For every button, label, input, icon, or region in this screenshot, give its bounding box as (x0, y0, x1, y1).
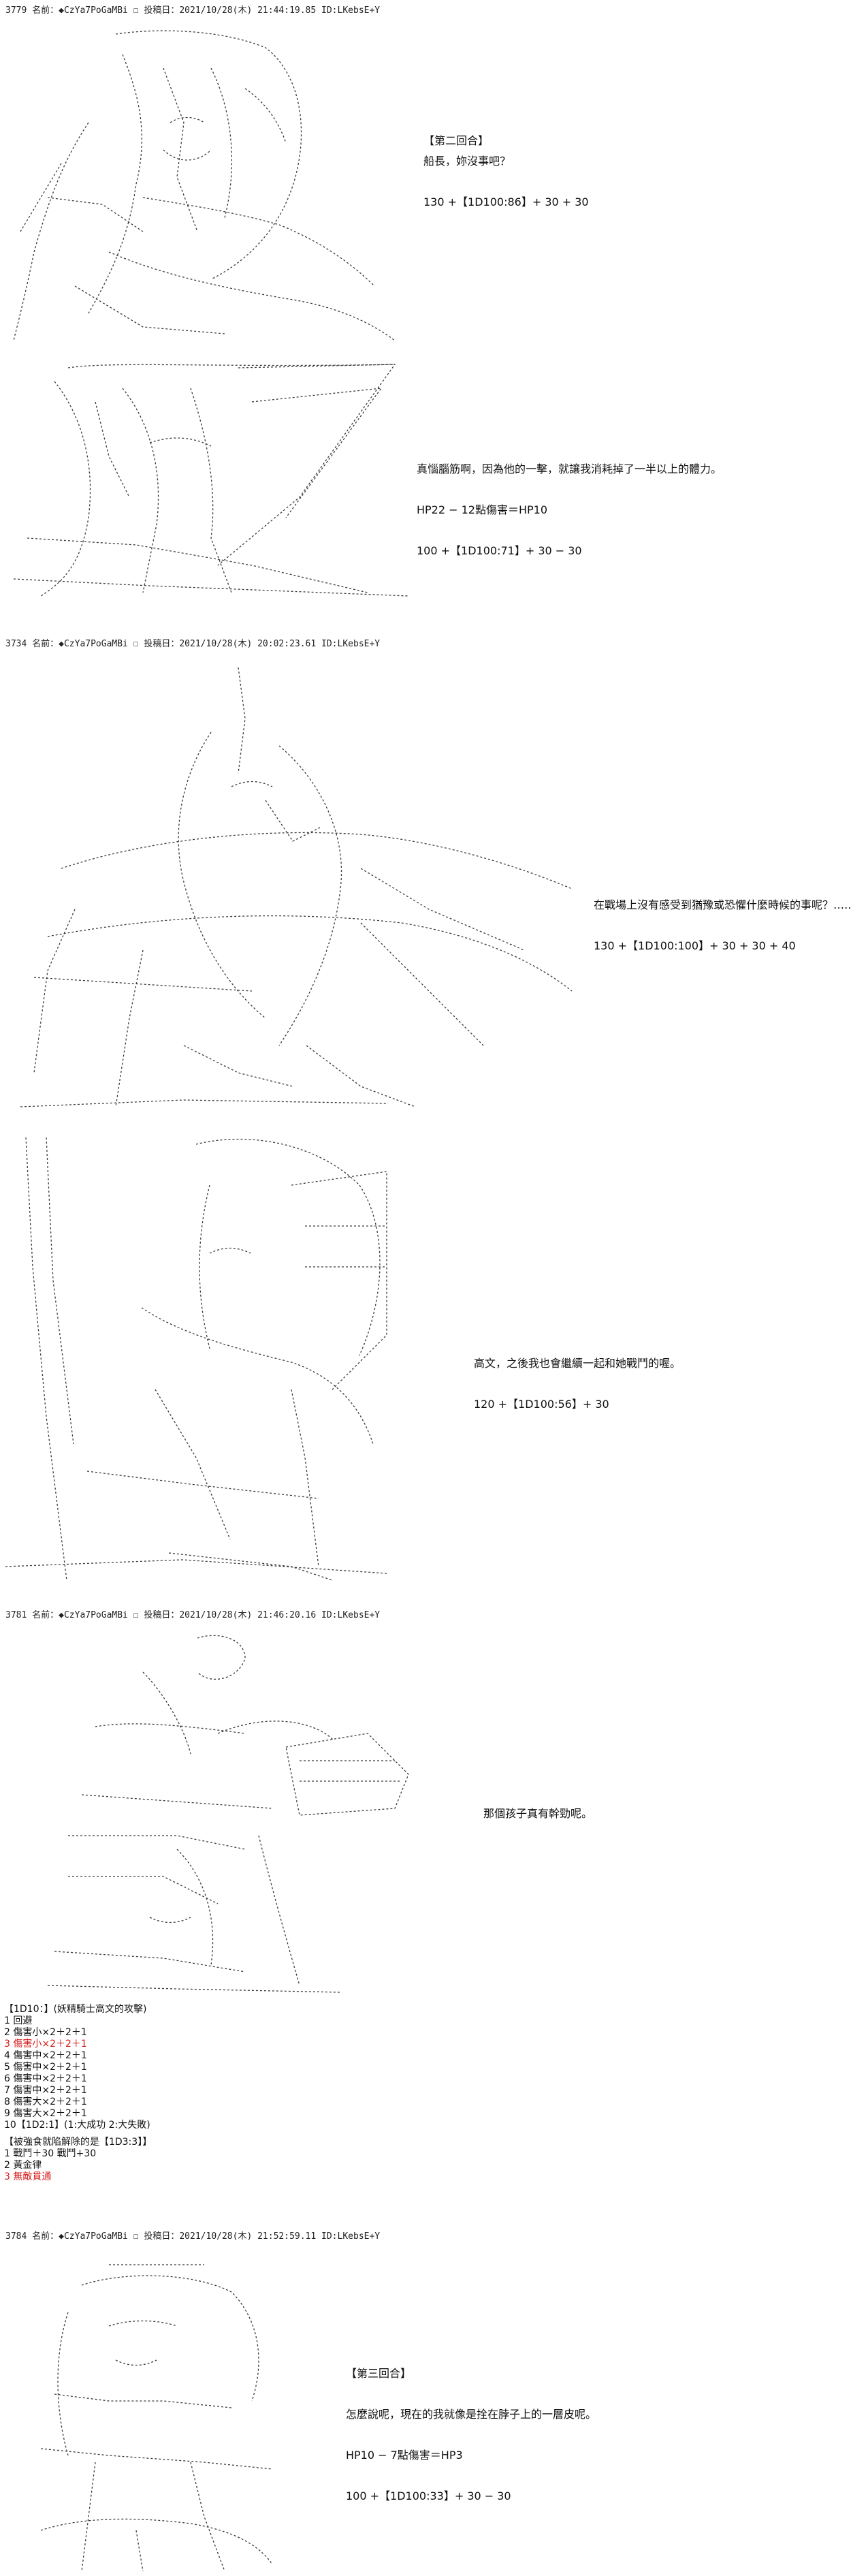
dialog-line: 船長，妳沒事吧？ (423, 155, 511, 168)
dice-item: 2 傷害小×2＋2＋1 (4, 2027, 87, 2038)
dice-title: 【1D10：】(妖精騎士高文的攻擊) (4, 2004, 147, 2015)
dialog-line: 高文，之後我也會繼續一起和她戰鬥的喔。 (474, 1357, 681, 1370)
dice-item-hit: 3 傷害小×2＋2＋1 (4, 2039, 87, 2049)
ascii-art-knight (14, 361, 408, 599)
dialog-line: 120 +【1D100:56】+ 30 (474, 1398, 609, 1411)
ascii-art-captain (7, 27, 402, 347)
dice-table: 【1D10：】(妖精騎士高文的攻擊) 1 回避 2 傷害小×2＋2＋1 3 傷害… (4, 2004, 152, 2183)
ascii-art-player (27, 2258, 327, 2575)
dialog-line: 真惱腦筋啊，因為他的一擊，就讓我消耗掉了一半以上的體力。 (417, 462, 722, 475)
post-header-3784: 3784 名前：◆CzYa7PoGaMBi ☐ 投稿日：2021/10/28(木… (5, 2231, 381, 2242)
dice-title-2: 【被強食就陷解除的是【1D3:3】】 (4, 2137, 152, 2148)
dialog-line: 130 +【1D100:100】+ 30 + 30 + 40 (594, 939, 796, 952)
dialog-line: 【第二回合】 (423, 134, 489, 147)
dice-item: 1 戰鬥＋30 戰鬥+30 (4, 2148, 97, 2159)
ascii-art-fairy (41, 1631, 422, 1999)
dialog-line: HP10 − 7點傷害＝HP3 (346, 2449, 463, 2462)
post-header-3734: 3734 名前：◆CzYa7PoGaMBi ☐ 投稿日：2021/10/28(木… (5, 639, 381, 649)
dialog-line: 130 +【1D100:86】+ 30 + 30 (423, 195, 589, 208)
dialog-block-3779b: 真惱腦筋啊，因為他的一擊，就讓我消耗掉了一半以上的體力。 HP22 − 12點傷… (417, 459, 722, 561)
post-header-3781: 3781 名前：◆CzYa7PoGaMBi ☐ 投稿日：2021/10/28(木… (5, 1610, 381, 1620)
dice-item: 8 傷害大×2＋2＋1 (4, 2096, 87, 2107)
dialog-line: 100 +【1D100:71】+ 30 − 30 (417, 544, 582, 557)
dialog-line: 怎麼說呢，現在的我就像是拴在脖子上的一層皮呢。 (346, 2408, 597, 2421)
dialog-block-3734b: 高文，之後我也會繼續一起和她戰鬥的喔。 120 +【1D100:56】+ 30 (474, 1353, 681, 1415)
post-header-3779: 3779 名前：◆CzYa7PoGaMBi ☐ 投稿日：2021/10/28(木… (5, 5, 381, 16)
dice-item: 9 傷害大×2＋2＋1 (4, 2108, 87, 2119)
dice-item: 10【1D2:1】(1:大成功 2:大失敗) (4, 2120, 150, 2131)
dice-item: 2 黃金律 (4, 2160, 42, 2171)
dialog-block-3734a: 在戰場上沒有感受到猶豫或恐懼什麼時候的事呢？…… 130 +【1D100:100… (594, 895, 851, 956)
dice-item-hit: 3 無敵貫通 (4, 2171, 52, 2182)
dice-item: 4 傷害中×2＋2＋1 (4, 2050, 87, 2061)
dialog-line: 100 +【1D100:33】+ 30 − 30 (346, 2489, 511, 2502)
dice-item: 5 傷害中×2＋2＋1 (4, 2062, 87, 2073)
ascii-art-armored-figure (7, 664, 579, 1114)
dice-item: 1 回避 (4, 2015, 33, 2026)
dialog-line: 那個孩子真有幹勁呢。 (483, 1807, 593, 1820)
ascii-art-gawain (5, 1131, 455, 1587)
dialog-line: 在戰場上沒有感受到猶豫或恐懼什麼時候的事呢？…… (594, 898, 851, 911)
dialog-block-3784: 【第三回合】 怎麼說呢，現在的我就像是拴在脖子上的一層皮呢。 HP10 − 7點… (346, 2363, 596, 2507)
dialog-line: HP22 − 12點傷害＝HP10 (417, 503, 548, 516)
dice-item: 7 傷害中×2＋2＋1 (4, 2085, 87, 2096)
dialog-block-3781: 那個孩子真有幹勁呢。 (483, 1804, 592, 1824)
dialog-line: 【第三回合】 (346, 2367, 412, 2380)
dialog-block-3779a: 【第二回合】 船長，妳沒事吧？ 130 +【1D100:86】+ 30 + 30 (423, 131, 589, 213)
dice-item: 6 傷害中×2＋2＋1 (4, 2073, 87, 2084)
